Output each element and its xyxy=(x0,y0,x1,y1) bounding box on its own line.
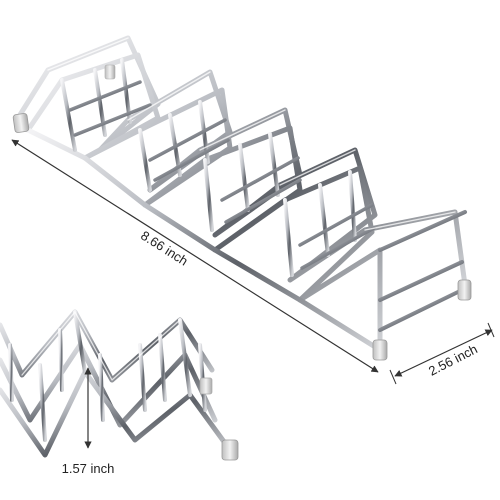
detail-mid-rail xyxy=(0,342,218,428)
width-label: 2.56 inch xyxy=(426,341,480,378)
detail-lower-rail xyxy=(0,369,233,458)
height-dimension: 1.57 inch xyxy=(62,367,115,476)
height-label: 1.57 inch xyxy=(62,461,115,476)
detail-feet xyxy=(199,377,239,461)
width-dimension: 2.56 inch xyxy=(389,322,495,385)
detail-uprights xyxy=(8,310,207,442)
taco-rack-main xyxy=(12,35,472,361)
rack-front-rail xyxy=(25,52,383,353)
taco-rack-detail xyxy=(0,309,239,461)
